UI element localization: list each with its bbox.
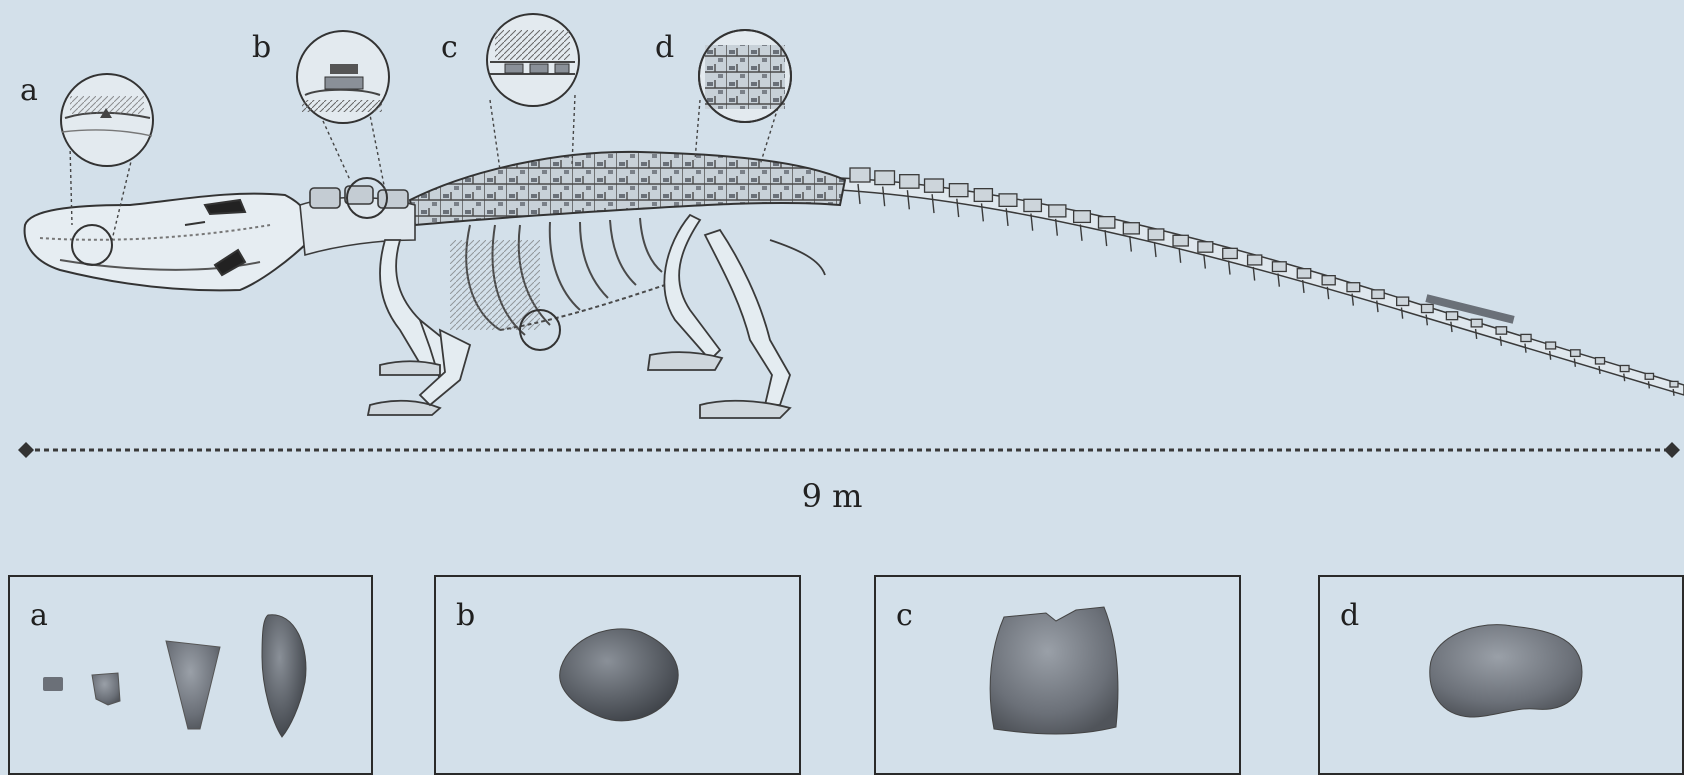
skull — [25, 194, 312, 291]
callout-label-a: a — [20, 76, 38, 106]
callout-circle-c — [487, 14, 579, 106]
tail-chevron — [1673, 389, 1674, 396]
tail-chevron — [1550, 351, 1551, 360]
specimen-panel-b: b — [434, 575, 801, 775]
tail-vertebra — [949, 184, 968, 197]
callout-label-d: d — [655, 33, 674, 63]
tail-vertebra — [1471, 319, 1482, 327]
specimen-panel-d: d — [1318, 575, 1684, 775]
tail-chevron — [1105, 230, 1107, 246]
tail-vertebra — [1645, 373, 1653, 379]
tail-vertebra — [925, 179, 944, 192]
tail-chevron — [1204, 254, 1205, 268]
tail-vertebra — [1397, 297, 1409, 305]
tail-chevron — [1648, 381, 1649, 388]
dorsal-osteoderms — [410, 152, 845, 225]
ribcage — [450, 218, 680, 335]
tail-vertebra — [850, 168, 870, 182]
tail-vertebra — [1670, 381, 1678, 387]
tail-vertebra — [1074, 211, 1091, 223]
scale-bar-label: 9 m — [0, 477, 1684, 515]
tail-vertebra — [1049, 205, 1066, 217]
tail-chevron — [1599, 366, 1600, 374]
tail-vertebra — [1248, 255, 1262, 265]
tail-vertebra — [1446, 312, 1457, 320]
tail-chevron — [1574, 358, 1575, 366]
tail-vertebra — [1422, 304, 1434, 312]
scale-bar — [18, 442, 1680, 458]
tail-vertebra — [1297, 269, 1310, 278]
callout-label-b: b — [252, 33, 271, 63]
tail-vertebra — [1098, 217, 1114, 228]
tail-vertebra — [1148, 229, 1164, 240]
tail-vertebra — [1571, 350, 1580, 357]
osteoderm-specimen-c — [876, 577, 1243, 767]
callout-circle-b — [297, 31, 389, 123]
tail-vertebra — [875, 171, 895, 185]
tail-vertebra — [1546, 342, 1556, 349]
tail-chevron — [1229, 261, 1230, 275]
tail-vertebra — [1347, 283, 1360, 292]
tail-vertebra — [1521, 334, 1531, 341]
tail-vertebra — [1173, 235, 1188, 246]
osteoderm-specimen-d — [1320, 577, 1684, 767]
teeth-specimens — [10, 577, 375, 767]
tail-vertebra — [900, 175, 919, 188]
tail-vertebra — [974, 189, 992, 202]
specimen-panel-a: a — [8, 575, 373, 775]
tail-vertebra — [1198, 242, 1213, 252]
tail-vertebra — [1272, 262, 1286, 272]
tail-vertebra — [999, 194, 1017, 206]
tail-chevron — [1624, 374, 1625, 382]
tail-chevron — [1179, 248, 1181, 263]
callout-circle-a — [61, 74, 153, 166]
tail-vertebra — [1123, 223, 1139, 234]
tail-vertebra — [1496, 327, 1507, 334]
tail-vertebra — [1322, 276, 1335, 285]
tail-vertebrae — [840, 168, 1684, 396]
specimen-panel-c: c — [874, 575, 1241, 775]
tail-vertebra — [1372, 290, 1384, 299]
callout-circle-d — [699, 30, 791, 122]
callout-label-c: c — [441, 33, 458, 63]
tail-chevron — [1130, 236, 1132, 252]
tail-vertebra — [1024, 199, 1041, 211]
tail-vertebra — [1620, 365, 1629, 371]
tail-vertebra — [1223, 248, 1238, 258]
hind-legs — [648, 215, 825, 418]
vertebra-specimen — [436, 577, 803, 767]
tail-chevron — [1154, 242, 1156, 257]
tail-vertebra — [1595, 358, 1604, 364]
